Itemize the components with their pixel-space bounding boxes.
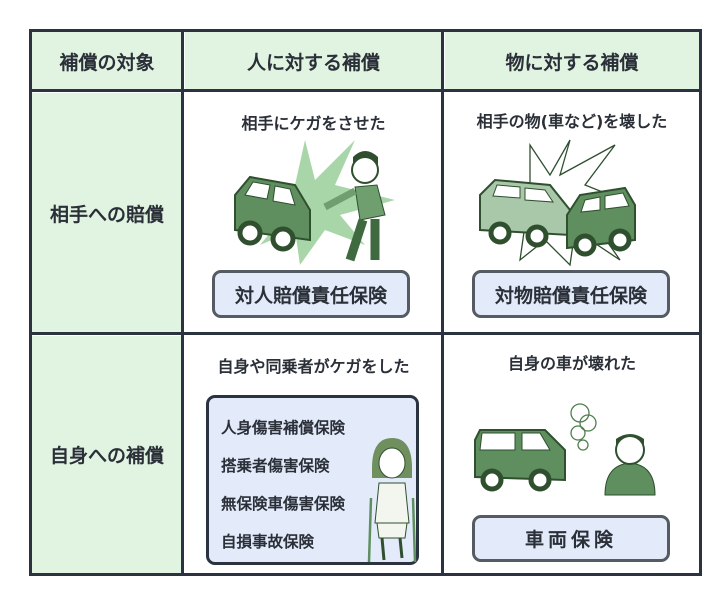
caption-self-injured: 自身や同乗者がケガをした	[217, 357, 410, 376]
self-injury-insurance-list: 人身傷害補償保険 搭乗者傷害保険 無保険車傷害保険 自損事故保険	[206, 395, 419, 565]
car-collision-illustration	[479, 139, 636, 267]
row-label-self: 自身への補償	[32, 336, 182, 573]
header-target: 補償の対象	[32, 32, 182, 90]
broken-car-illustration	[474, 403, 656, 496]
header-person-label: 人に対する補償	[246, 51, 380, 74]
insurance-table	[29, 29, 702, 576]
header-target-label: 補償の対象	[59, 51, 155, 74]
list-item: 無保険車傷害保険	[221, 495, 346, 513]
caption-damaged-property: 相手の物(車など)を壊した	[476, 112, 668, 131]
divider	[181, 29, 184, 576]
divider	[441, 29, 444, 576]
row-label-text: 自身への補償	[49, 445, 164, 467]
row-label-other-party: 相手への賠償	[32, 93, 182, 333]
divider	[29, 89, 702, 92]
header-property: 物に対する補償	[445, 32, 699, 90]
insurance-bodily-injury-liability: 対人賠償責任保険	[212, 270, 410, 318]
list-item: 人身傷害補償保険	[221, 419, 346, 437]
insurance-property-damage-liability: 対物賠償責任保険	[472, 270, 670, 318]
header-property-label: 物に対する補償	[505, 51, 639, 74]
car-hits-pedestrian-illustration	[234, 140, 395, 265]
divider	[29, 332, 702, 335]
insurance-vehicle: 車両保険	[472, 515, 670, 562]
car-icon	[234, 175, 311, 252]
impact-burst-icon	[255, 140, 395, 265]
car-icon	[479, 178, 571, 248]
car-icon	[474, 429, 566, 492]
list-item: 自損事故保険	[221, 533, 315, 551]
distressed-person-icon	[604, 434, 656, 496]
pedestrian-icon	[323, 151, 386, 262]
injured-girl-crutches-icon	[367, 438, 417, 563]
header-person: 人に対する補償	[185, 32, 442, 90]
caption-injured-other: 相手にケガをさせた	[241, 114, 386, 133]
caption-own-car-damaged: 自身の車が壊れた	[507, 354, 636, 373]
list-item: 搭乗者傷害保険	[221, 457, 330, 475]
car-icon	[566, 186, 636, 257]
smoke-icon	[570, 403, 597, 451]
row-label-text: 相手への賠償	[49, 203, 164, 226]
